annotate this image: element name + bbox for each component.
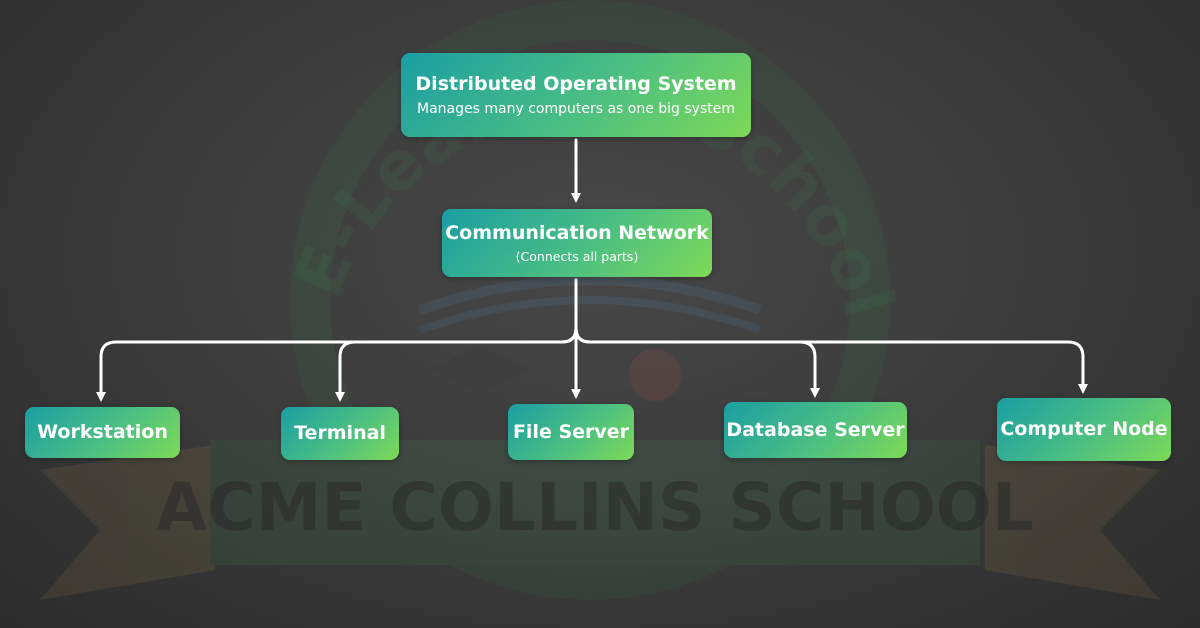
node-communication-network-subtitle: (Connects all parts) bbox=[515, 249, 639, 265]
node-distributed-os-subtitle: Manages many computers as one big system bbox=[417, 100, 735, 117]
node-computer-node-label: Computer Node bbox=[1000, 418, 1168, 441]
connector-to-terminal bbox=[335, 278, 578, 402]
node-file-server-label: File Server bbox=[512, 420, 630, 443]
node-communication-network-title: Communication Network bbox=[445, 221, 709, 244]
connector-to-database-server bbox=[574, 278, 820, 398]
node-database-server-label: Database Server bbox=[726, 418, 905, 441]
connector-to-computer-node bbox=[574, 278, 1088, 394]
node-terminal: Terminal bbox=[281, 407, 399, 460]
node-communication-network: Communication Network (Connects all part… bbox=[442, 209, 712, 277]
node-terminal-label: Terminal bbox=[294, 422, 386, 445]
node-database-server: Database Server bbox=[724, 402, 907, 458]
node-distributed-os-title: Distributed Operating System bbox=[415, 73, 737, 96]
node-distributed-os: Distributed Operating System Manages man… bbox=[401, 53, 751, 137]
node-computer-node: Computer Node bbox=[997, 398, 1171, 461]
node-workstation-label: Workstation bbox=[37, 421, 168, 444]
node-file-server: File Server bbox=[508, 404, 634, 460]
node-workstation: Workstation bbox=[25, 407, 180, 458]
